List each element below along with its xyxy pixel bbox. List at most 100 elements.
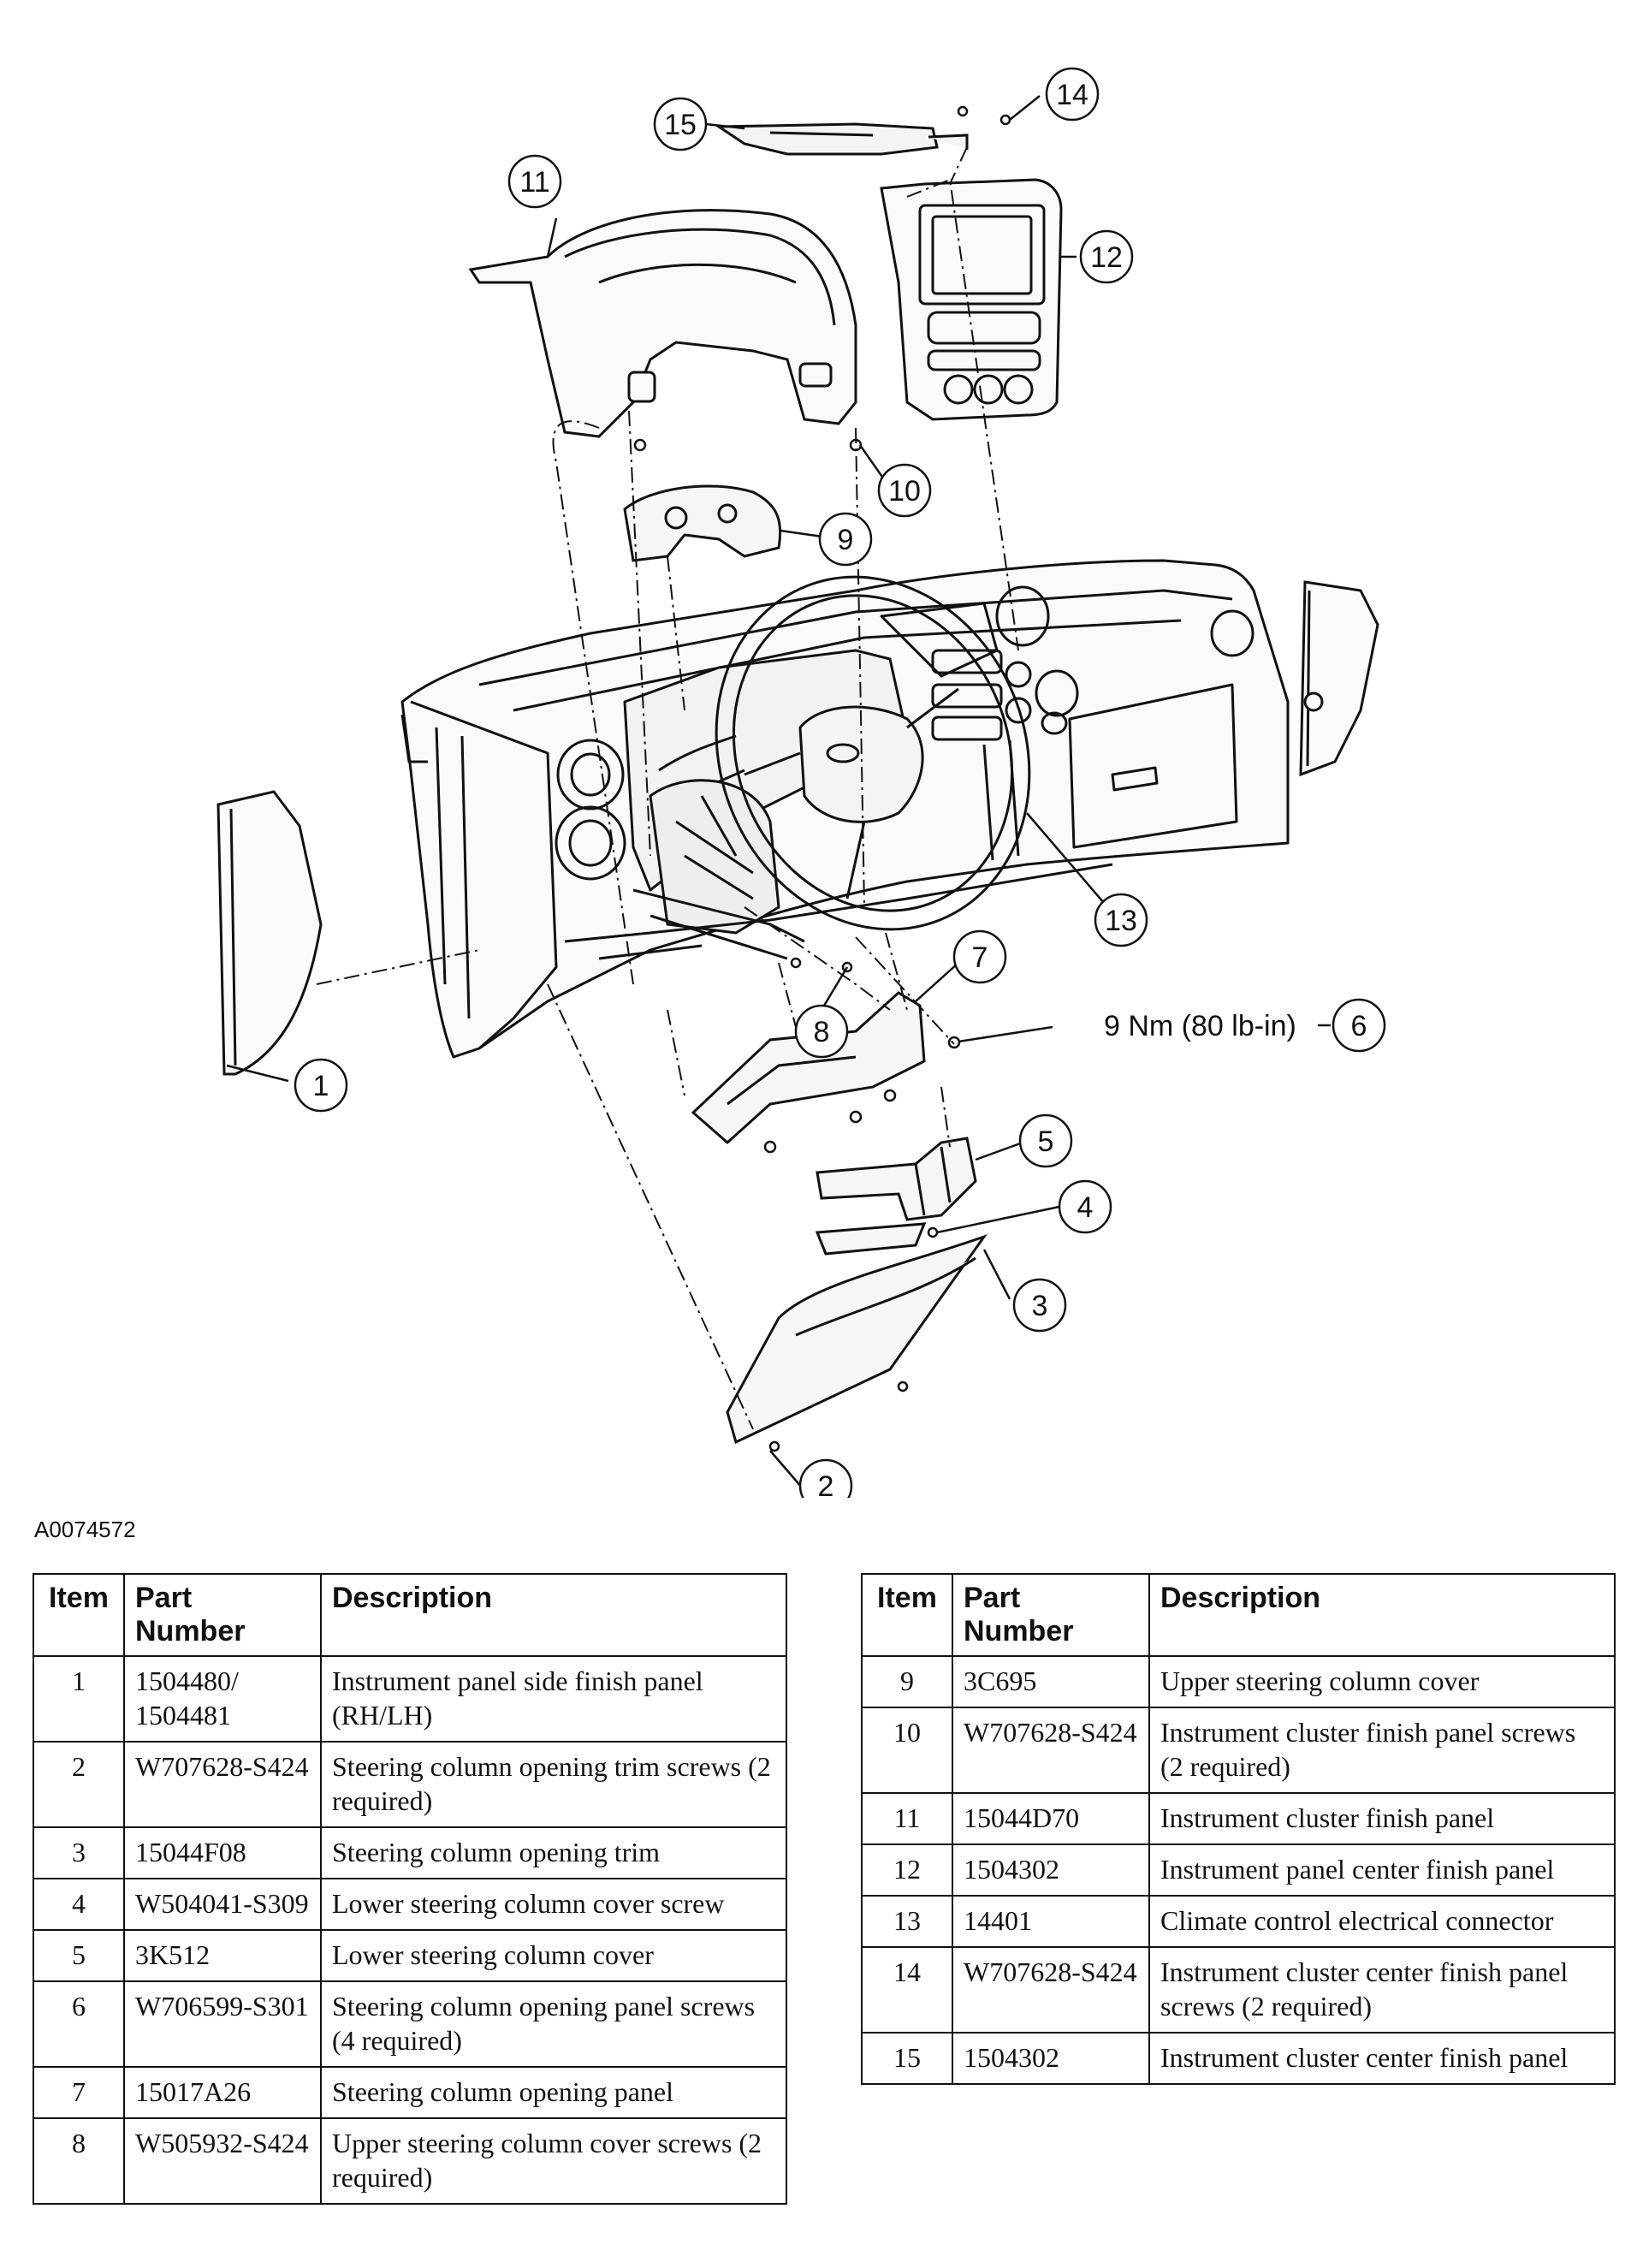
callout-1: 1 — [294, 1058, 348, 1113]
header-item: Item — [861, 1573, 953, 1657]
callout-12-label: 12 — [1090, 241, 1123, 274]
callout-2: 2 — [798, 1458, 853, 1498]
cell-part-number: W707628-S424 — [123, 1741, 322, 1828]
callout-7: 7 — [952, 929, 1007, 984]
fasteners — [633, 105, 1011, 1452]
cell-part-number: 1504302 — [952, 2032, 1150, 2085]
callout-11-label: 11 — [519, 166, 549, 199]
callout-2-label: 2 — [818, 1470, 834, 1498]
callout-3: 3 — [1012, 1278, 1067, 1333]
side-finish-panel-right — [1299, 580, 1379, 777]
callout-9-label: 9 — [838, 524, 854, 556]
cell-item: 12 — [861, 1843, 953, 1897]
cell-part-number: W505932-S424 — [123, 2117, 322, 2205]
callout-14-label: 14 — [1056, 79, 1088, 111]
callout-6: 9 Nm (80 lb-in) 6 — [1104, 998, 1386, 1053]
cell-item: 3 — [33, 1826, 125, 1879]
side-finish-panel-left — [216, 790, 323, 1076]
cell-part-number: W504041-S309 — [123, 1878, 322, 1931]
callout-15-label: 15 — [664, 109, 697, 141]
cell-description: Upper steering column cover screws (2 re… — [320, 2117, 787, 2205]
cell-description: Instrument panel center finish panel — [1148, 1843, 1616, 1897]
callout-5: 5 — [1018, 1113, 1073, 1168]
callout-10: 10 — [877, 463, 932, 518]
cell-item: 13 — [861, 1895, 953, 1948]
cell-description: Steering column opening trim — [320, 1826, 787, 1879]
cell-part-number: 15044D70 — [952, 1792, 1150, 1845]
cell-item: 5 — [33, 1929, 125, 1982]
cell-item: 7 — [33, 2066, 125, 2119]
assembly-lines — [316, 146, 1019, 1430]
upper-steering-column-cover — [623, 484, 782, 562]
cell-description: Instrument cluster finish panel — [1148, 1792, 1616, 1845]
cell-item: 10 — [861, 1707, 953, 1794]
callout-8: 8 — [794, 1004, 849, 1059]
cell-description: Lower steering column cover screw — [320, 1878, 787, 1931]
lower-steering-column-cover — [816, 1137, 977, 1221]
header-part-number: Part Number — [952, 1573, 1150, 1657]
callout-14: 14 — [1045, 67, 1100, 122]
callout-5-label: 5 — [1038, 1125, 1054, 1158]
callout-3-label: 3 — [1032, 1290, 1048, 1322]
header-item: Item — [33, 1573, 125, 1657]
exploded-view-diagram: 1 2 3 4 5 9 Nm (80 lb-in) 6 7 8 9 10 11 … — [216, 67, 1386, 1498]
cell-description: Steering column opening panel — [320, 2066, 787, 2119]
cell-part-number: 15017A26 — [123, 2066, 322, 2119]
callout-7-label: 7 — [972, 941, 988, 974]
callout-13: 13 — [1094, 893, 1148, 947]
callout-15: 15 — [653, 97, 708, 151]
callout-8-label: 8 — [814, 1016, 830, 1048]
cell-description: Upper steering column cover — [1148, 1655, 1616, 1708]
cell-item: 8 — [33, 2117, 125, 2205]
header-description: Description — [1148, 1573, 1616, 1657]
cell-description: Instrument cluster finish panel screws (… — [1148, 1707, 1616, 1794]
steering-column-opening-trim — [726, 1222, 988, 1445]
cell-description: Instrument panel side finish panel (RH/L… — [320, 1655, 787, 1743]
cell-part-number: 3C695 — [952, 1655, 1150, 1708]
torque-spec-label: 9 Nm (80 lb-in) — [1104, 1010, 1296, 1042]
cell-item: 9 — [861, 1655, 953, 1708]
cell-part-number: 14401 — [952, 1895, 1150, 1948]
callout-1-label: 1 — [313, 1070, 329, 1102]
callout-12: 12 — [1079, 229, 1134, 284]
cell-part-number: 1504480/ 1504481 — [123, 1655, 322, 1743]
cell-part-number: W707628-S424 — [952, 1946, 1150, 2033]
cell-description: Instrument cluster center finish panel — [1148, 2032, 1616, 2085]
cell-item: 6 — [33, 1980, 125, 2068]
header-description: Description — [320, 1573, 787, 1657]
header-part-number: Part Number — [123, 1573, 322, 1657]
table-header-row: Item Part Number Description — [861, 1573, 1616, 1657]
cell-description: Lower steering column cover — [320, 1929, 787, 1982]
cell-description: Steering column opening trim screws (2 r… — [320, 1741, 787, 1828]
figure-id: A0074572 — [34, 1517, 136, 1542]
callout-9: 9 — [818, 512, 873, 567]
table-header-row: Item Part Number Description — [33, 1573, 787, 1657]
steering-column-opening-panel — [691, 991, 926, 1145]
instrument-cluster-finish-panel — [468, 209, 857, 438]
cell-item: 4 — [33, 1878, 125, 1931]
cell-item: 11 — [861, 1792, 953, 1845]
cell-item: 14 — [861, 1946, 953, 2033]
cell-part-number: 1504302 — [952, 1843, 1150, 1897]
cell-item: 15 — [861, 2032, 953, 2085]
callout-13-label: 13 — [1105, 905, 1137, 937]
cell-part-number: 3K512 — [123, 1929, 322, 1982]
